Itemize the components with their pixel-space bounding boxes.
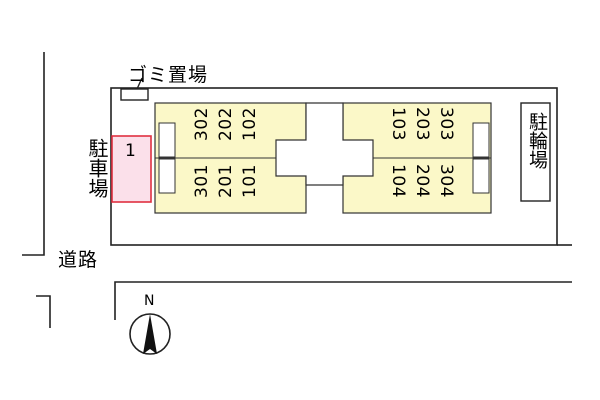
unit-303: 303: [436, 107, 456, 141]
road-edge-bottom: [114, 281, 572, 320]
bicycle-box: [520, 102, 551, 202]
building-right-balcony-top: [472, 122, 490, 158]
bicycle-label: 駐輪場: [525, 112, 548, 169]
unit-301: 301: [192, 164, 212, 198]
building-left-balcony-bottom: [158, 158, 176, 194]
parking-space: [111, 135, 152, 203]
garbage-leader: [136, 77, 143, 90]
site-outline: [110, 87, 558, 246]
road-label: 道路: [58, 249, 99, 271]
parking-label: 駐車場: [85, 138, 109, 198]
building-right-balcony-bottom: [472, 158, 490, 194]
compass-needle: [143, 314, 157, 354]
central-stairwell: [275, 102, 374, 186]
unit-101: 101: [240, 164, 260, 198]
garbage-box: [120, 88, 149, 101]
unit-302: 302: [192, 107, 212, 141]
unit-204: 204: [412, 164, 432, 198]
road-edge-lower-left: [36, 295, 51, 328]
unit-202: 202: [216, 107, 236, 141]
building-left-balcony-top: [158, 122, 176, 158]
unit-102: 102: [240, 107, 260, 141]
north-label: N: [144, 293, 155, 309]
road-edge-left: [22, 52, 45, 256]
parking-space-number: 1: [125, 141, 136, 161]
unit-203: 203: [412, 107, 432, 141]
unit-104: 104: [388, 164, 408, 198]
unit-103: 103: [388, 107, 408, 141]
unit-201: 201: [216, 164, 236, 198]
garbage-label: ゴミ置場: [128, 64, 209, 86]
unit-304: 304: [436, 164, 456, 198]
